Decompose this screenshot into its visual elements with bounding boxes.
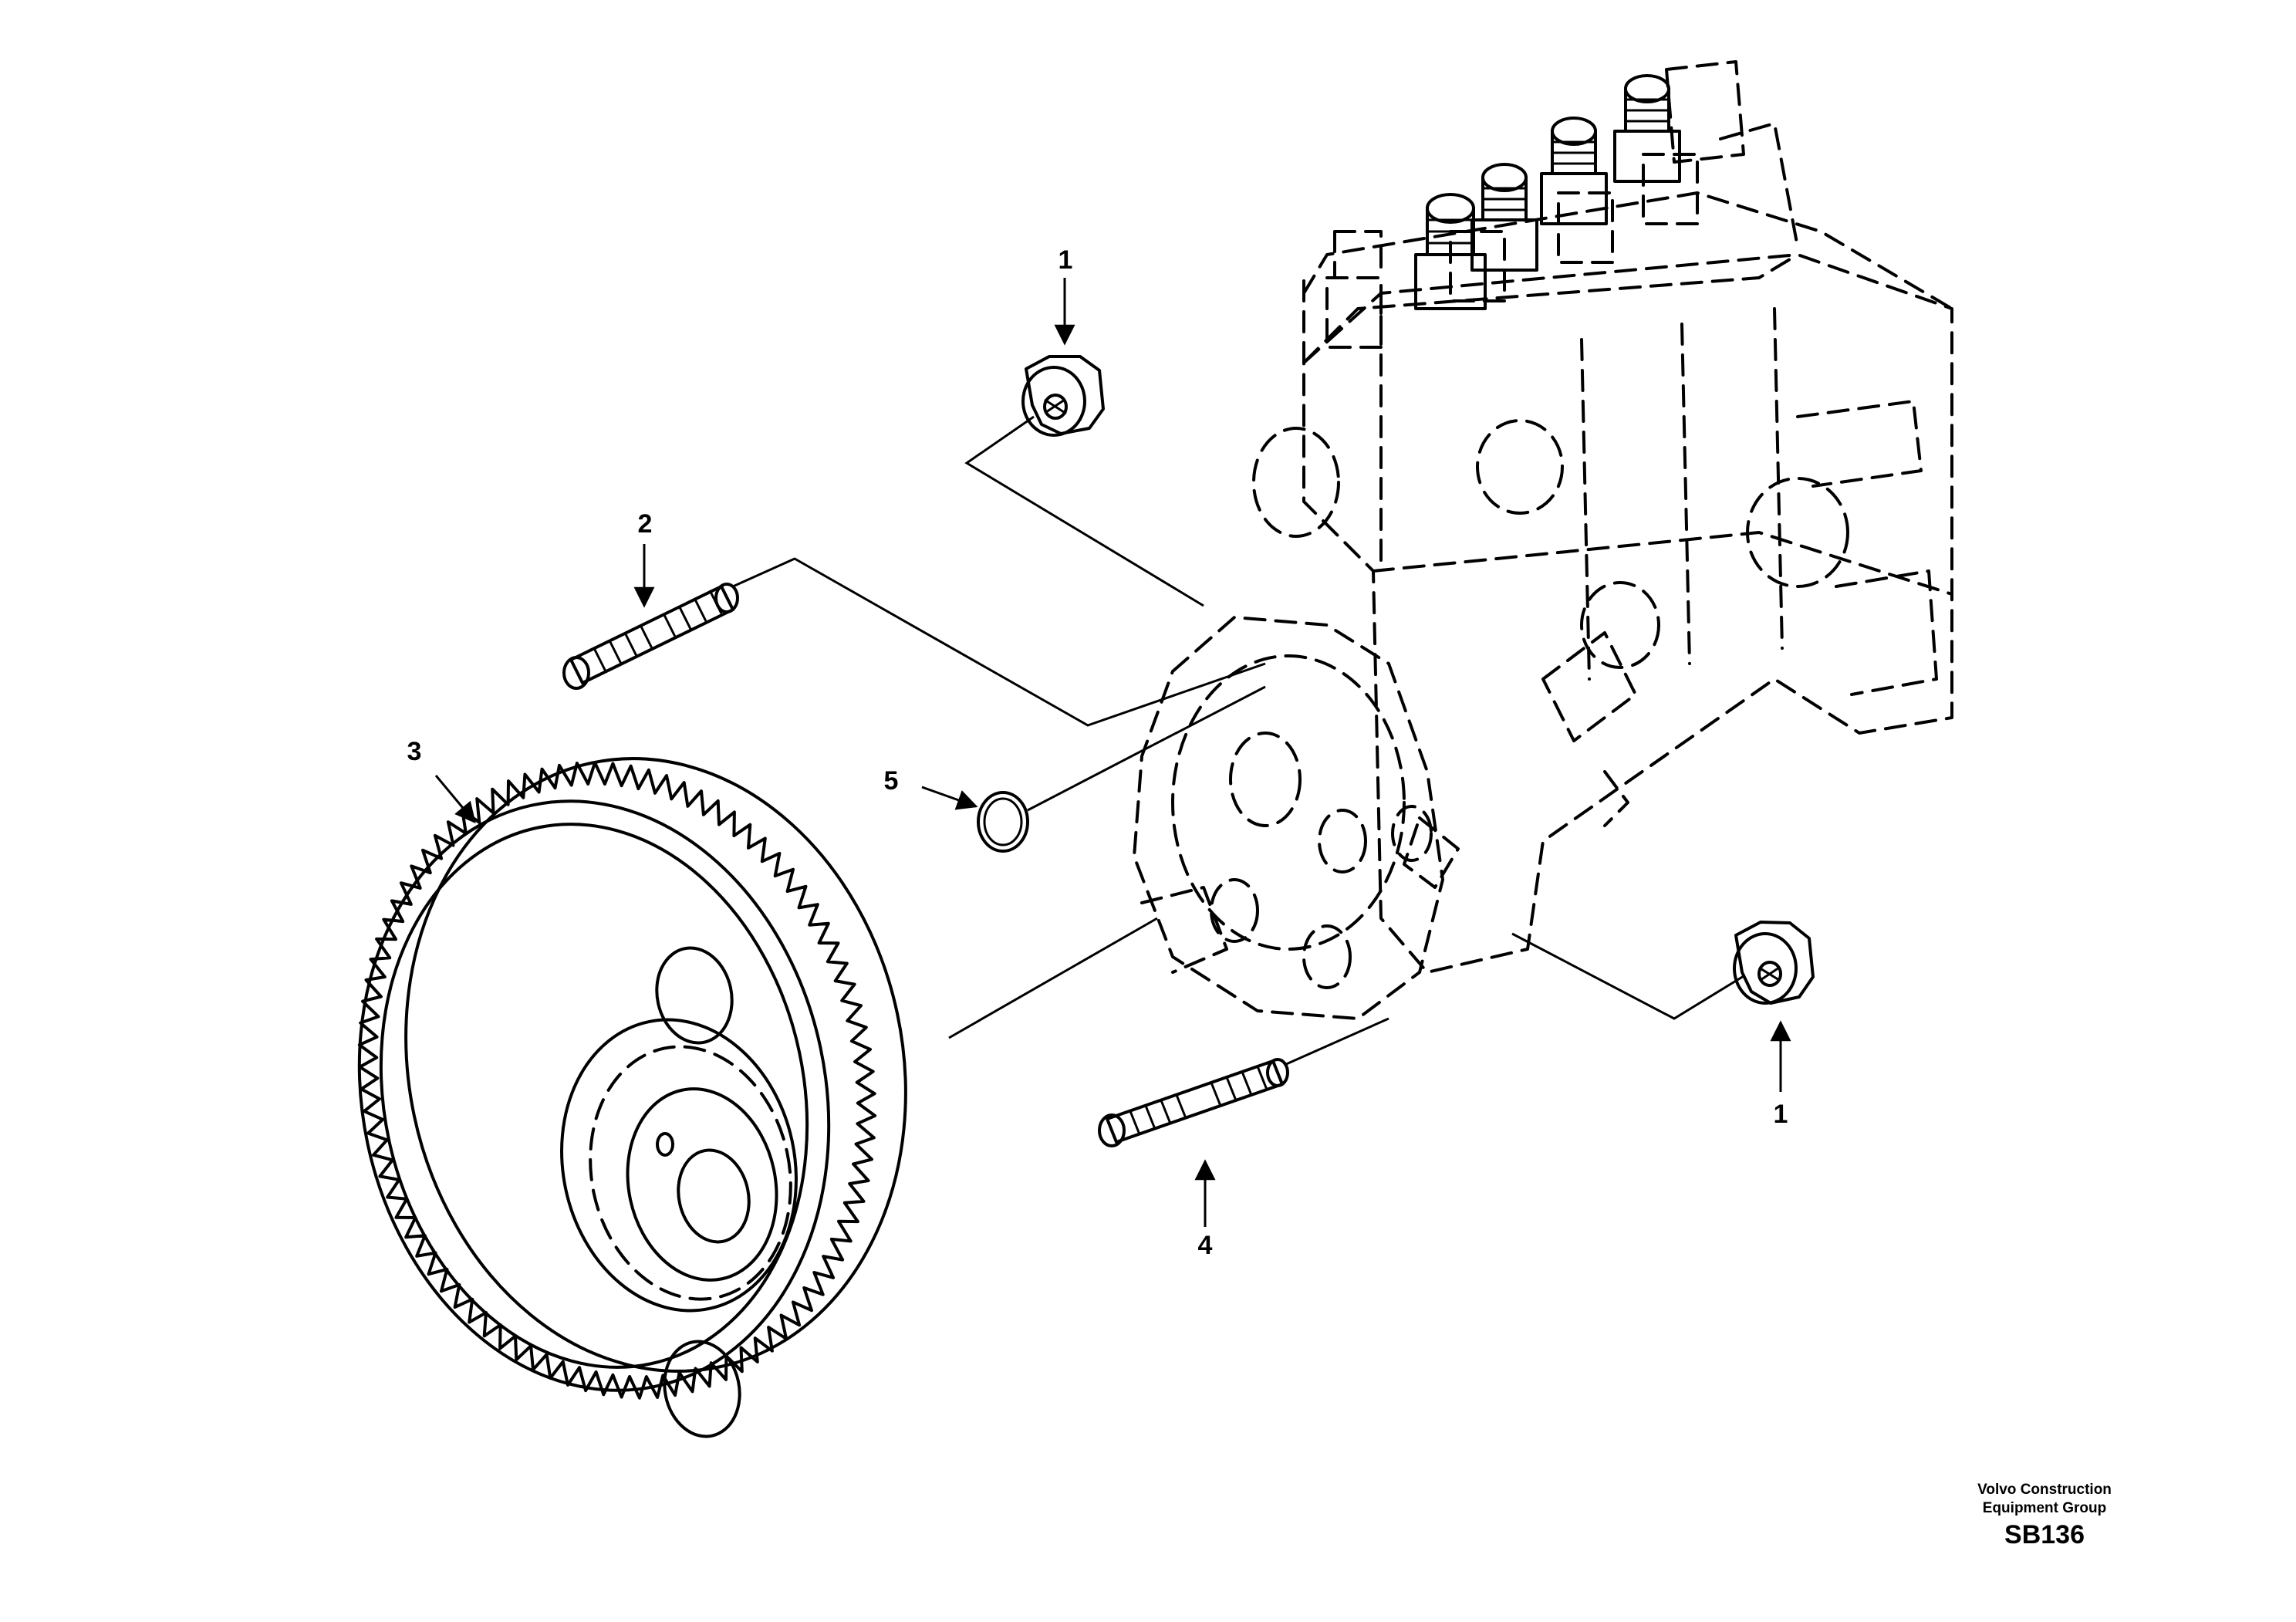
o-ring [977,791,1029,853]
outlet-unions [1414,74,1681,310]
flange-nut-top [1021,355,1105,437]
callout-4: 4 [1198,1231,1213,1260]
callout-labels: 1 2 3 5 1 4 [407,245,1788,1260]
stud-upper [562,583,739,690]
drawing-code: SB136 [2004,1520,2085,1549]
footer-brand: Volvo Construction Equipment Group SB136 [1977,1482,2112,1549]
callout-2: 2 [638,509,653,539]
callout-5: 5 [884,766,899,796]
callout-1-bottom: 1 [1774,1100,1788,1129]
stud-lower [1098,1058,1289,1147]
callout-3: 3 [407,737,422,766]
injection-pump-outline [1133,60,1953,1020]
delivery-valve-fittings [1302,60,1799,364]
callout-arrows [434,278,1791,1227]
callout-1-top: 1 [1059,245,1073,275]
assembly-lines [732,415,1744,1066]
brand-line-1: Volvo Construction [1977,1482,2112,1498]
brand-line-2: Equipment Group [1983,1500,2106,1516]
flange-nut-bottom [1733,921,1815,1005]
pump-drive-gear [357,757,907,1438]
